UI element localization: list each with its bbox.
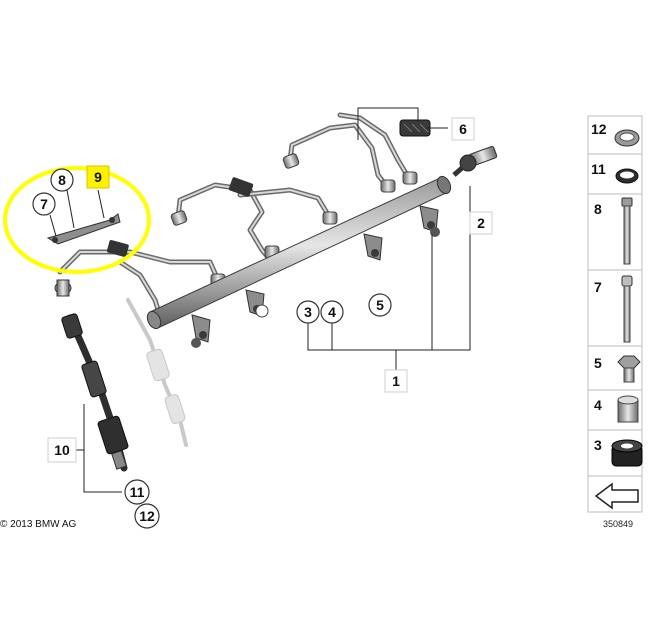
legend-row-3: 3 [594,437,643,467]
svg-text:3: 3 [304,304,312,320]
parts-legend: 12 11 8 7 [587,115,643,513]
svg-text:3: 3 [594,437,602,453]
part-6-clip [399,119,431,137]
injector [54,279,129,472]
hex-nut-icon [617,355,641,383]
svg-text:6: 6 [459,121,467,137]
callout-2: 2 [469,211,493,235]
legend-row-12: 12 [591,121,640,147]
svg-text:5: 5 [376,297,384,313]
line-clips [106,177,254,257]
callout-5: 5 [368,293,392,317]
callout-1: 1 [384,369,408,393]
fuel-rail-assembly [57,112,498,447]
o-ring-icon [615,168,639,184]
fuel-lines [57,112,413,319]
svg-text:11: 11 [591,161,606,177]
legend-row-4: 4 [594,395,639,423]
pressure-sensor [452,145,498,177]
bolt-icon [621,197,633,265]
callout-3: 3 [296,300,320,324]
svg-text:10: 10 [54,442,70,458]
svg-text:8: 8 [594,201,602,217]
svg-text:2: 2 [477,215,485,231]
ghost-injector [126,298,188,447]
svg-text:4: 4 [328,304,336,320]
legend-row-11: 11 [591,161,639,184]
leader-lines [49,107,471,493]
callout-7: 7 [32,192,56,216]
callout-6: 6 [451,117,475,141]
callout-10: 10 [47,437,77,463]
seal-ring-icon [614,129,640,147]
callout-4: 4 [320,300,344,324]
callout-9: 9 [86,165,110,189]
svg-text:12: 12 [139,508,155,524]
callout-12: 12 [134,503,160,529]
svg-text:11: 11 [130,484,145,500]
callout-8: 8 [50,168,74,192]
callouts: 1 2 3 4 5 6 7 8 [32,117,493,529]
svg-text:12: 12 [591,121,607,137]
svg-text:9: 9 [94,169,102,185]
svg-text:7: 7 [40,196,48,212]
sleeve-icon [617,395,639,423]
legend-row-5: 5 [594,355,641,383]
nav-arrow-icon[interactable] [594,482,639,510]
stud-icon [621,275,633,343]
svg-text:4: 4 [594,397,602,413]
legend-row-8: 8 [594,197,633,265]
legend-row-7: 7 [594,275,633,343]
svg-text:5: 5 [594,355,602,371]
grommet-icon [611,439,643,467]
pipe-fittings [170,153,418,287]
svg-text:7: 7 [594,279,602,295]
callout-11: 11 [124,479,150,505]
diagram-reference: 350849 [603,519,633,529]
svg-text:1: 1 [392,373,400,389]
copyright: © 2013 BMW AG [0,519,77,530]
highlight-group [3,166,151,274]
svg-text:8: 8 [58,172,66,188]
